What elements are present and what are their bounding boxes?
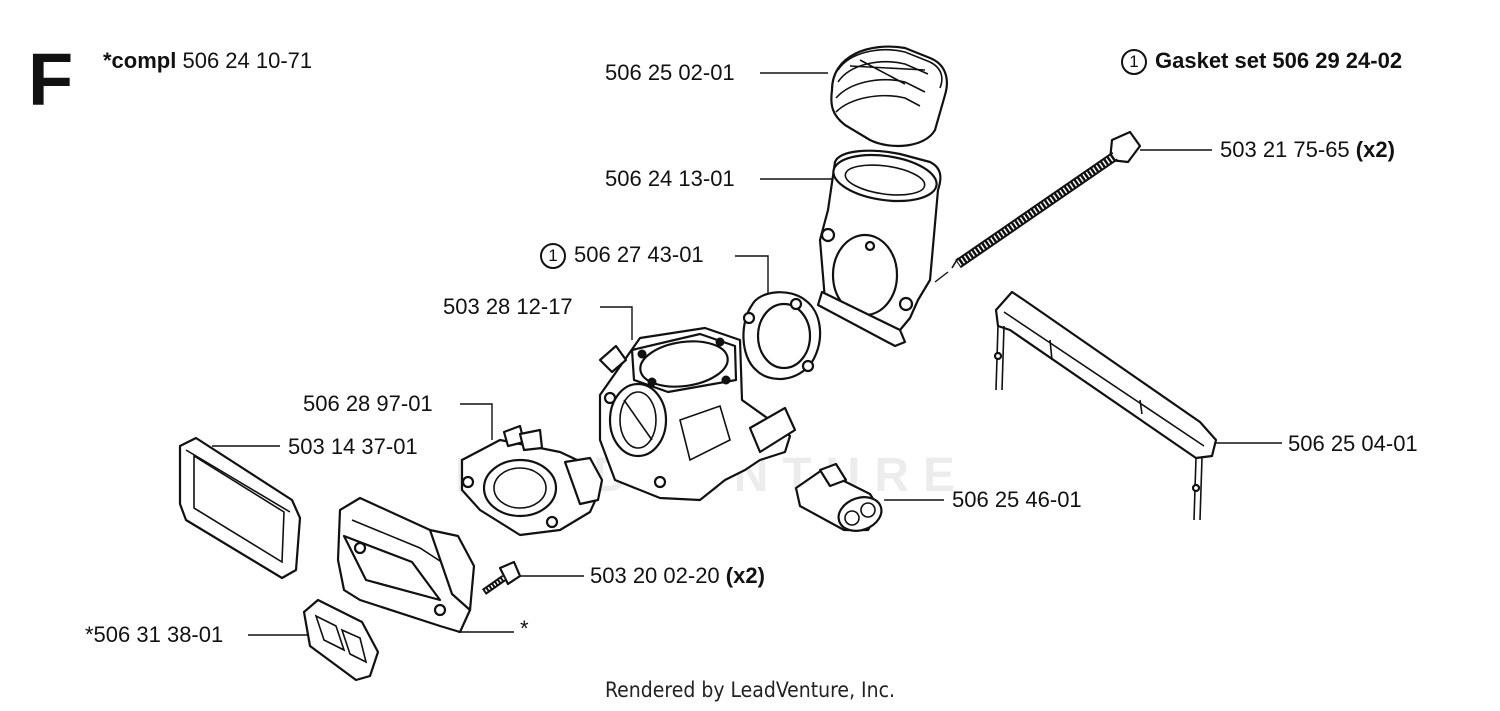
footer-credit: Rendered by LeadVenture, Inc.	[605, 678, 895, 702]
gasket-marker: 1	[540, 243, 566, 269]
gasket-set-label: 1 Gasket set 506 29 24-02	[1121, 48, 1402, 75]
callout-choke-tube: 506 25 46-01	[952, 487, 1082, 512]
callout-reed-gasket: *506 31 38-01	[85, 622, 224, 647]
section-letter: F	[28, 38, 74, 121]
long-bolt-qty: (x2)	[1355, 137, 1395, 162]
intake-adapter	[816, 149, 942, 348]
callout-gasket: 1 506 27 43-01	[540, 242, 704, 269]
intake-insulator	[460, 424, 604, 537]
compl-number: 506 24 10-71	[182, 48, 313, 73]
long-bolt-number: 503 21 75-65	[1220, 137, 1350, 162]
mounting-screw	[481, 560, 522, 595]
air-filter-element	[830, 45, 948, 147]
gasket-number: 506 27 43-01	[574, 242, 704, 267]
callout-air-filter: 506 25 02-01	[605, 60, 735, 85]
callout-long-bolt: 503 21 75-65 (x2)	[1220, 137, 1395, 163]
compl-prefix: *compl	[103, 48, 177, 73]
carburetor-gasket	[742, 291, 822, 381]
long-bolt	[934, 130, 1142, 283]
callout-carburetor: 503 28 12-17	[443, 294, 573, 319]
screw-number: 503 20 02-20	[590, 563, 720, 588]
reed-gasket	[302, 598, 380, 682]
filter-frame	[178, 436, 302, 580]
callout-support-rod: 506 25 04-01	[1288, 431, 1418, 456]
complete-assembly-label: *compl 506 24 10-71	[103, 48, 312, 74]
leader-lines	[212, 72, 1282, 636]
callout-reed-block: *	[520, 616, 529, 641]
callout-filter-frame: 503 14 37-01	[288, 434, 418, 459]
callout-screw: 503 20 02-20 (x2)	[590, 563, 765, 589]
screw-qty: (x2)	[725, 563, 765, 588]
reed-block	[336, 496, 476, 634]
gasket-set-text: Gasket set 506 29 24-02	[1155, 48, 1403, 73]
support-rod	[993, 290, 1218, 521]
carburetor	[598, 326, 797, 502]
callout-insulator: 506 28 97-01	[303, 391, 433, 416]
callout-intake-adapter: 506 24 13-01	[605, 166, 735, 191]
gasket-set-marker: 1	[1121, 49, 1147, 75]
choke-tube	[794, 462, 883, 532]
